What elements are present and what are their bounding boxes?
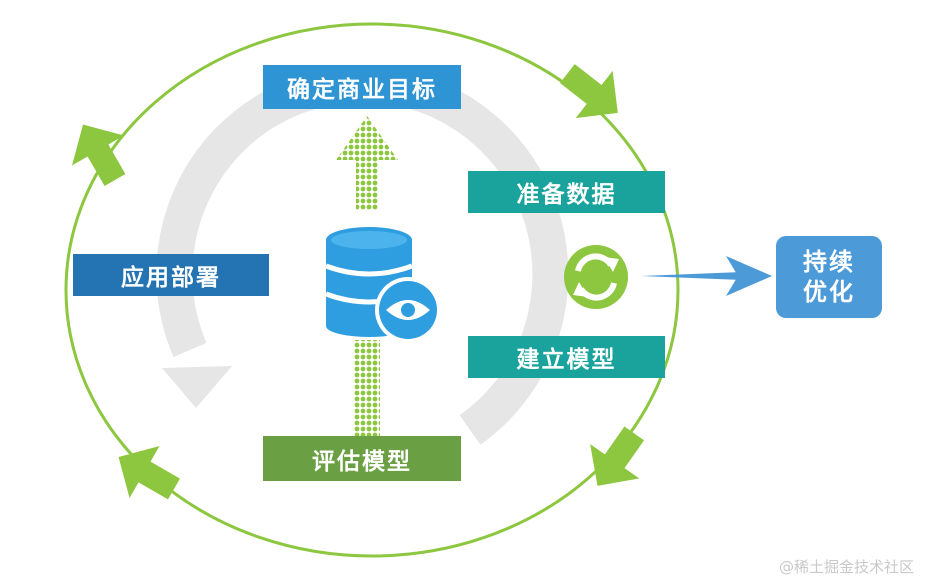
step-define-goal-label: 确定商业目标	[287, 77, 437, 103]
refresh-icon	[564, 245, 628, 309]
database-eye-icon	[325, 227, 441, 343]
cycle-arrow-bottom-right	[590, 426, 645, 486]
dotted-bar-bottom	[354, 340, 380, 442]
step-define-goal: 确定商业目标	[263, 65, 461, 109]
outer-cycle-ring	[64, 22, 680, 558]
step-build-model-label: 建立模型	[516, 347, 617, 373]
step-build-model: 建立模型	[468, 336, 665, 378]
cycle-arrow-top-right	[559, 64, 618, 119]
step-deploy-label: 应用部署	[121, 265, 221, 291]
step-deploy: 应用部署	[73, 254, 269, 296]
dotted-arrow-up	[336, 116, 398, 210]
outcome-line2: 优化	[803, 278, 855, 306]
step-prepare-data: 准备数据	[468, 171, 665, 213]
step-prepare-data-label: 准备数据	[516, 182, 617, 208]
step-evaluate-model-label: 评估模型	[312, 448, 412, 475]
watermark: @稀土掘金技术社区	[778, 558, 914, 576]
outcome-line1: 持续	[803, 248, 855, 276]
step-evaluate-model: 评估模型	[263, 436, 461, 481]
cycle-arrow-bottom-left	[118, 446, 180, 500]
arrow-to-outcome	[641, 256, 772, 296]
outcome-continuous-optimization: 持续 优化	[776, 236, 882, 318]
cycle-arrow-top-left	[72, 124, 126, 186]
